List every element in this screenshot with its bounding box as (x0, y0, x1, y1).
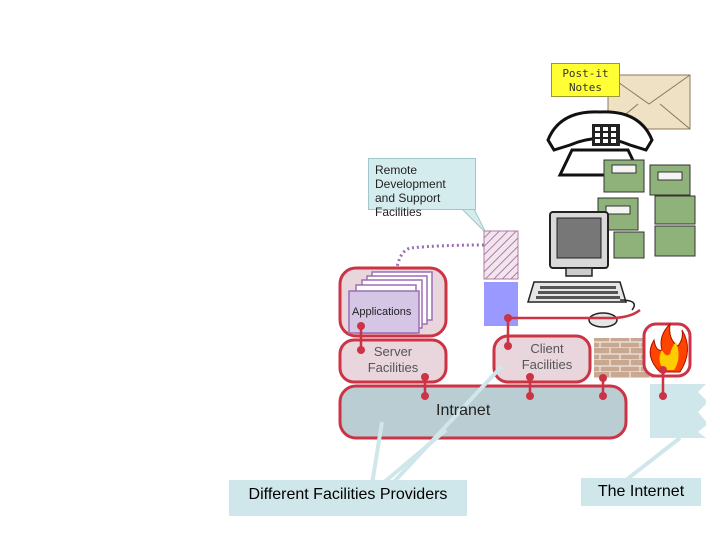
telephone-icon (546, 110, 654, 177)
connection-dots (357, 314, 667, 400)
computer-icon (526, 211, 635, 328)
client-side-box (484, 282, 518, 326)
intranet-label: Intranet (436, 402, 491, 419)
applications-label: Applications (352, 306, 412, 318)
network-cable-icon (650, 384, 720, 438)
client-facilities-box (492, 334, 592, 384)
provider-pointers (370, 364, 682, 486)
callout-pointer (460, 208, 487, 234)
providers-label: Different Facilities Providers (229, 480, 467, 516)
client-facilities-label: Client Facilities (521, 341, 573, 372)
server-facilities-box (338, 338, 448, 384)
internet-label: The Internet (581, 478, 701, 506)
flame-icon (649, 322, 688, 373)
server-facilities-label: Server Facilities (367, 344, 419, 375)
remote-facility-box (483, 230, 519, 280)
file-cabinet-icon (597, 159, 696, 259)
remote-callout: Remote Development and Support Facilitie… (368, 158, 476, 219)
post-it-note: Post-it Notes (551, 63, 620, 97)
